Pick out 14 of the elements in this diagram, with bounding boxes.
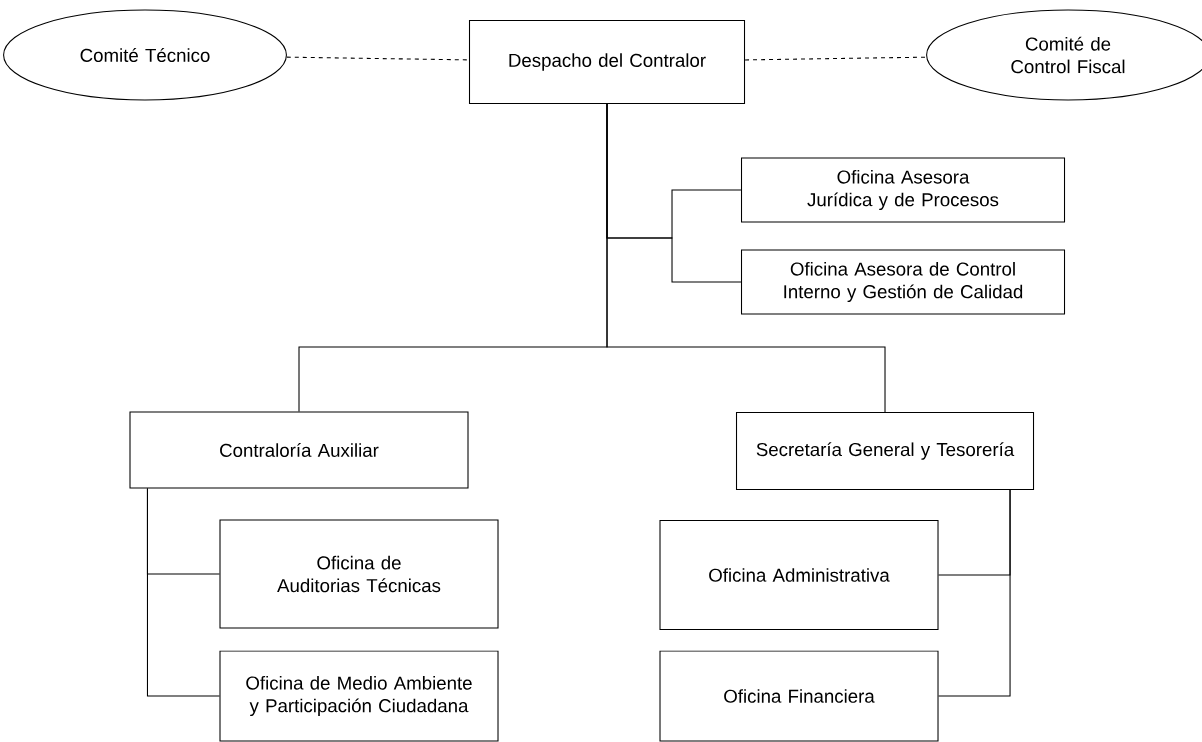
connector-line bbox=[938, 489, 1011, 697]
office-box: Oficina Administrativa bbox=[659, 519, 939, 631]
office-box: Oficina de Auditorias Técnicas bbox=[219, 519, 499, 629]
office-box: Oficina Financiera bbox=[659, 650, 939, 742]
office-box: Contraloría Auxiliar bbox=[129, 411, 469, 489]
office-box: Oficina de Medio Ambiente y Participación Ciudadana bbox=[219, 650, 499, 742]
connector-line bbox=[286, 56, 470, 61]
connector-line bbox=[606, 103, 886, 413]
connector-line bbox=[146, 488, 220, 697]
office-box: Despacho del Contralor bbox=[468, 19, 746, 105]
connector-line bbox=[744, 56, 927, 61]
office-box: Secretaría General y Tesorería bbox=[735, 411, 1035, 491]
office-box: Oficina Asesora Jurídica y de Procesos bbox=[740, 157, 1066, 223]
office-box: Oficina Asesora de Control Interno y Gestión de Calidad bbox=[740, 249, 1066, 315]
